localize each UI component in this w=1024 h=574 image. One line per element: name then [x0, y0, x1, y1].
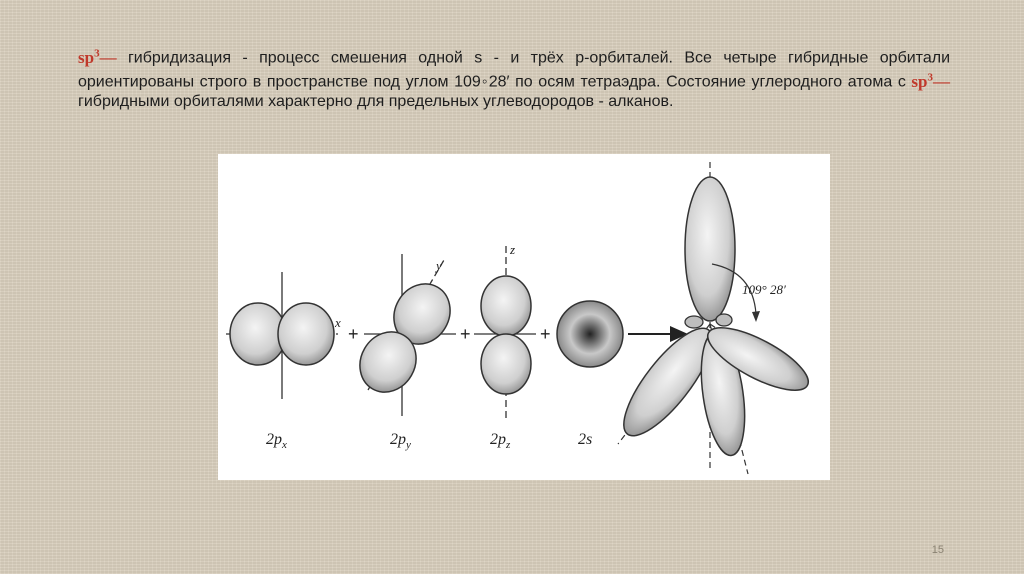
orbital-2px: x 2px [226, 272, 341, 451]
label-2py: 2py [390, 431, 411, 451]
paragraph-text-1: гибридизация - процесс смешения одной s … [78, 49, 950, 91]
angle-label: 109° 28′ [742, 282, 786, 297]
sp3-term: sp3— [78, 47, 117, 67]
orbital-diagram: x 2px + y 2py + z 2pz + 2s [226, 162, 809, 475]
paragraph-text-2: гибридными орбиталями характерно для пре… [78, 93, 674, 111]
label-2s: 2s [578, 431, 592, 448]
axis-z-label: z [509, 242, 515, 257]
orbital-2s: 2s [556, 300, 624, 448]
label-2px: 2px [266, 431, 287, 451]
axis-x-label: x [334, 315, 341, 330]
orbital-2pz: z 2pz [474, 242, 536, 451]
orbital-hybridization-figure: x 2px + y 2py + z 2pz + 2s [218, 154, 830, 480]
orbital-2py: y 2py [359, 254, 456, 451]
slide-paragraph: sp3— гибридизация - процесс смешения одн… [78, 44, 950, 112]
plus-operator-1: + [348, 324, 359, 344]
label-2pz: 2pz [490, 431, 511, 451]
sp3-term-2: sp3— [911, 71, 950, 91]
axis-y-label: y [434, 258, 442, 273]
reaction-arrow [628, 326, 688, 342]
page-number: 15 [931, 544, 944, 556]
plus-operator-3: + [540, 324, 551, 344]
plus-operator-2: + [460, 324, 471, 344]
sp3-hybrid-orbitals: 109° 28′ [617, 162, 809, 475]
